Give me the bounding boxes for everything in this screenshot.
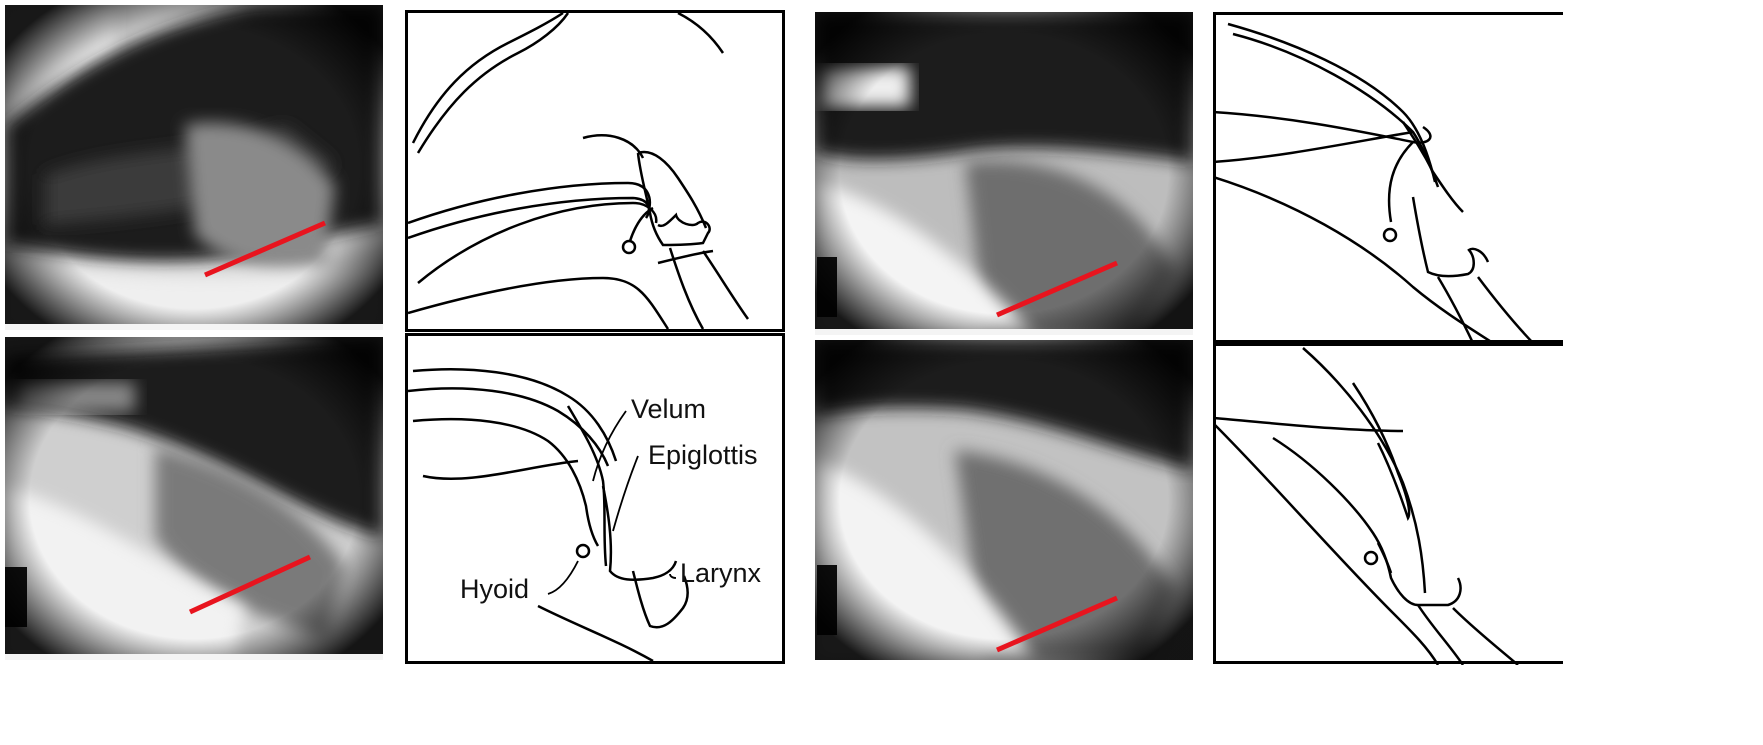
label-larynx: Larynx	[680, 558, 762, 588]
xray-image-4	[815, 340, 1193, 660]
xray-image-2	[5, 337, 383, 660]
vocal-tract-tracing-4	[1213, 343, 1563, 665]
tracing-panel-3	[1213, 12, 1563, 343]
vocal-tract-tracing-2: Velum Epiglottis Hyoid Larynx	[408, 336, 782, 661]
vocal-tract-tracing-1	[408, 13, 782, 329]
label-hyoid: Hyoid	[460, 574, 529, 604]
tracing-panel-1	[405, 10, 785, 332]
label-epiglottis: Epiglottis	[648, 440, 758, 470]
label-velum: Velum	[631, 394, 706, 424]
xray-panel-3	[815, 12, 1193, 335]
tracing-panel-2: Velum Epiglottis Hyoid Larynx	[405, 333, 785, 664]
vocal-tract-tracing-3	[1213, 12, 1563, 343]
xray-image-1	[5, 5, 383, 330]
xray-image-3	[815, 12, 1193, 335]
xray-panel-2	[5, 337, 383, 660]
xray-panel-4	[815, 340, 1193, 660]
tracing-panel-4	[1213, 343, 1563, 665]
xray-panel-1	[5, 5, 383, 330]
